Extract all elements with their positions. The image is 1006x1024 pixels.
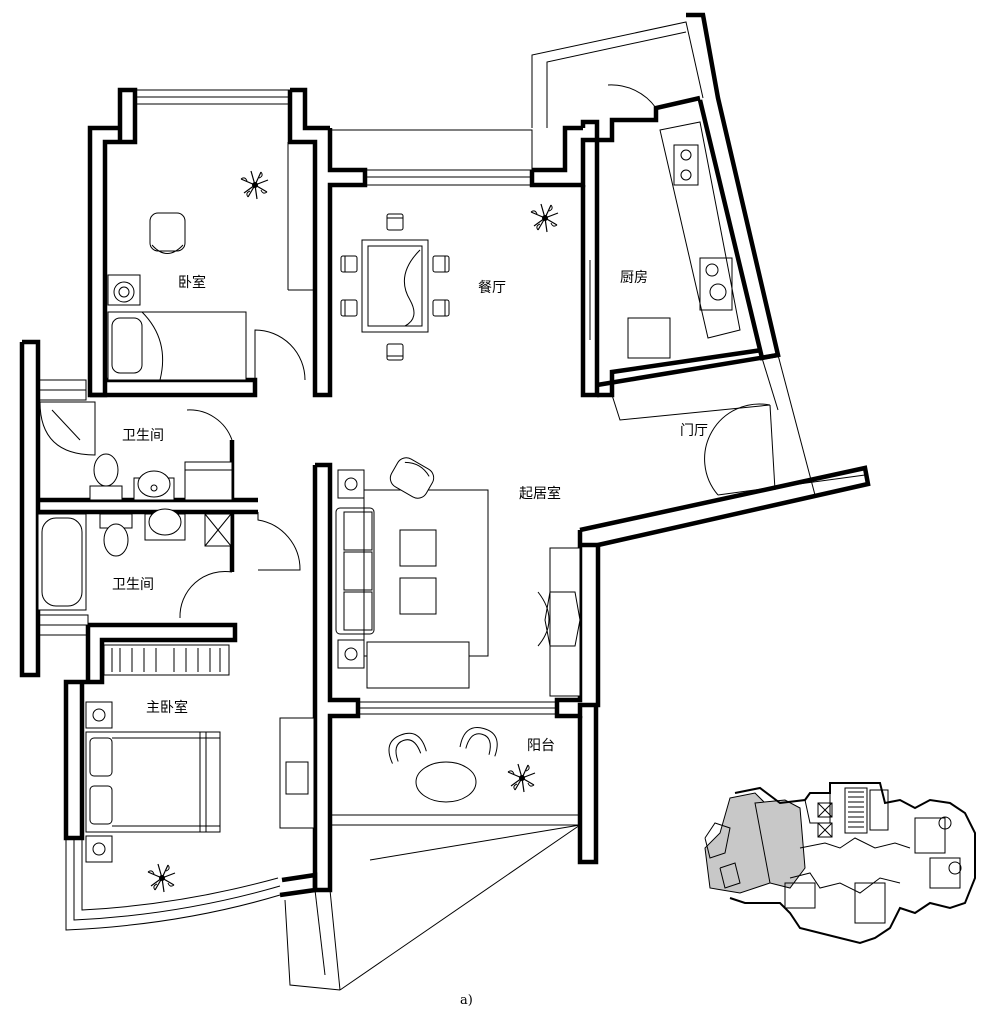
room-label-bath-upper: 卫生间	[122, 428, 164, 444]
windows	[37, 21, 816, 991]
room-label-bath-lower: 卫生间	[112, 577, 154, 593]
room-label-master-bedroom: 主卧室	[146, 699, 188, 716]
figure-caption: a)	[460, 993, 473, 1008]
room-label-foyer: 门厅	[680, 423, 708, 439]
key-plan	[704, 782, 976, 945]
room-label-dining: 餐厅	[478, 280, 506, 296]
room-label-balcony: 阳台	[527, 738, 555, 754]
room-label-living: 起居室	[519, 485, 561, 502]
room-label-bedroom: 卧室	[178, 274, 206, 291]
room-label-kitchen: 厨房	[620, 270, 648, 286]
furniture	[37, 121, 741, 893]
doors	[179, 84, 866, 619]
